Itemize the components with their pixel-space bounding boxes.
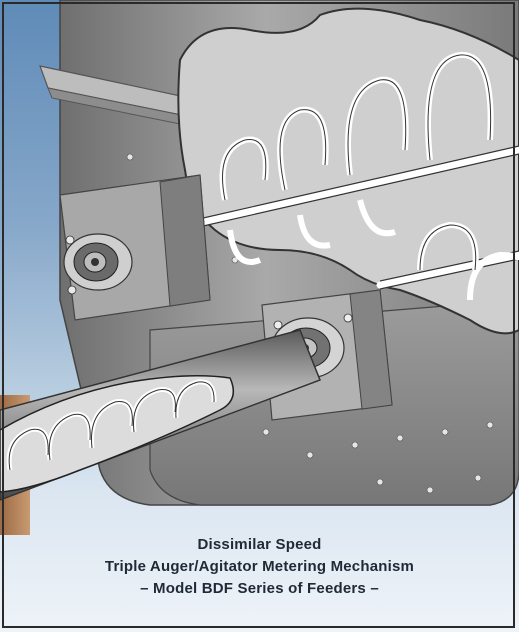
caption-line-1: Dissimilar Speed bbox=[197, 536, 322, 553]
caption-block: Dissimilar Speed Triple Auger/Agitator M… bbox=[0, 534, 519, 600]
discharge-tube bbox=[0, 329, 321, 501]
caption-line-3: – Model BDF Series of Feeders – bbox=[140, 580, 379, 597]
caption-line-2: Triple Auger/Agitator Metering Mechanism bbox=[104, 558, 415, 575]
agitator-paddles bbox=[186, 146, 519, 289]
left-bearing bbox=[59, 174, 211, 321]
